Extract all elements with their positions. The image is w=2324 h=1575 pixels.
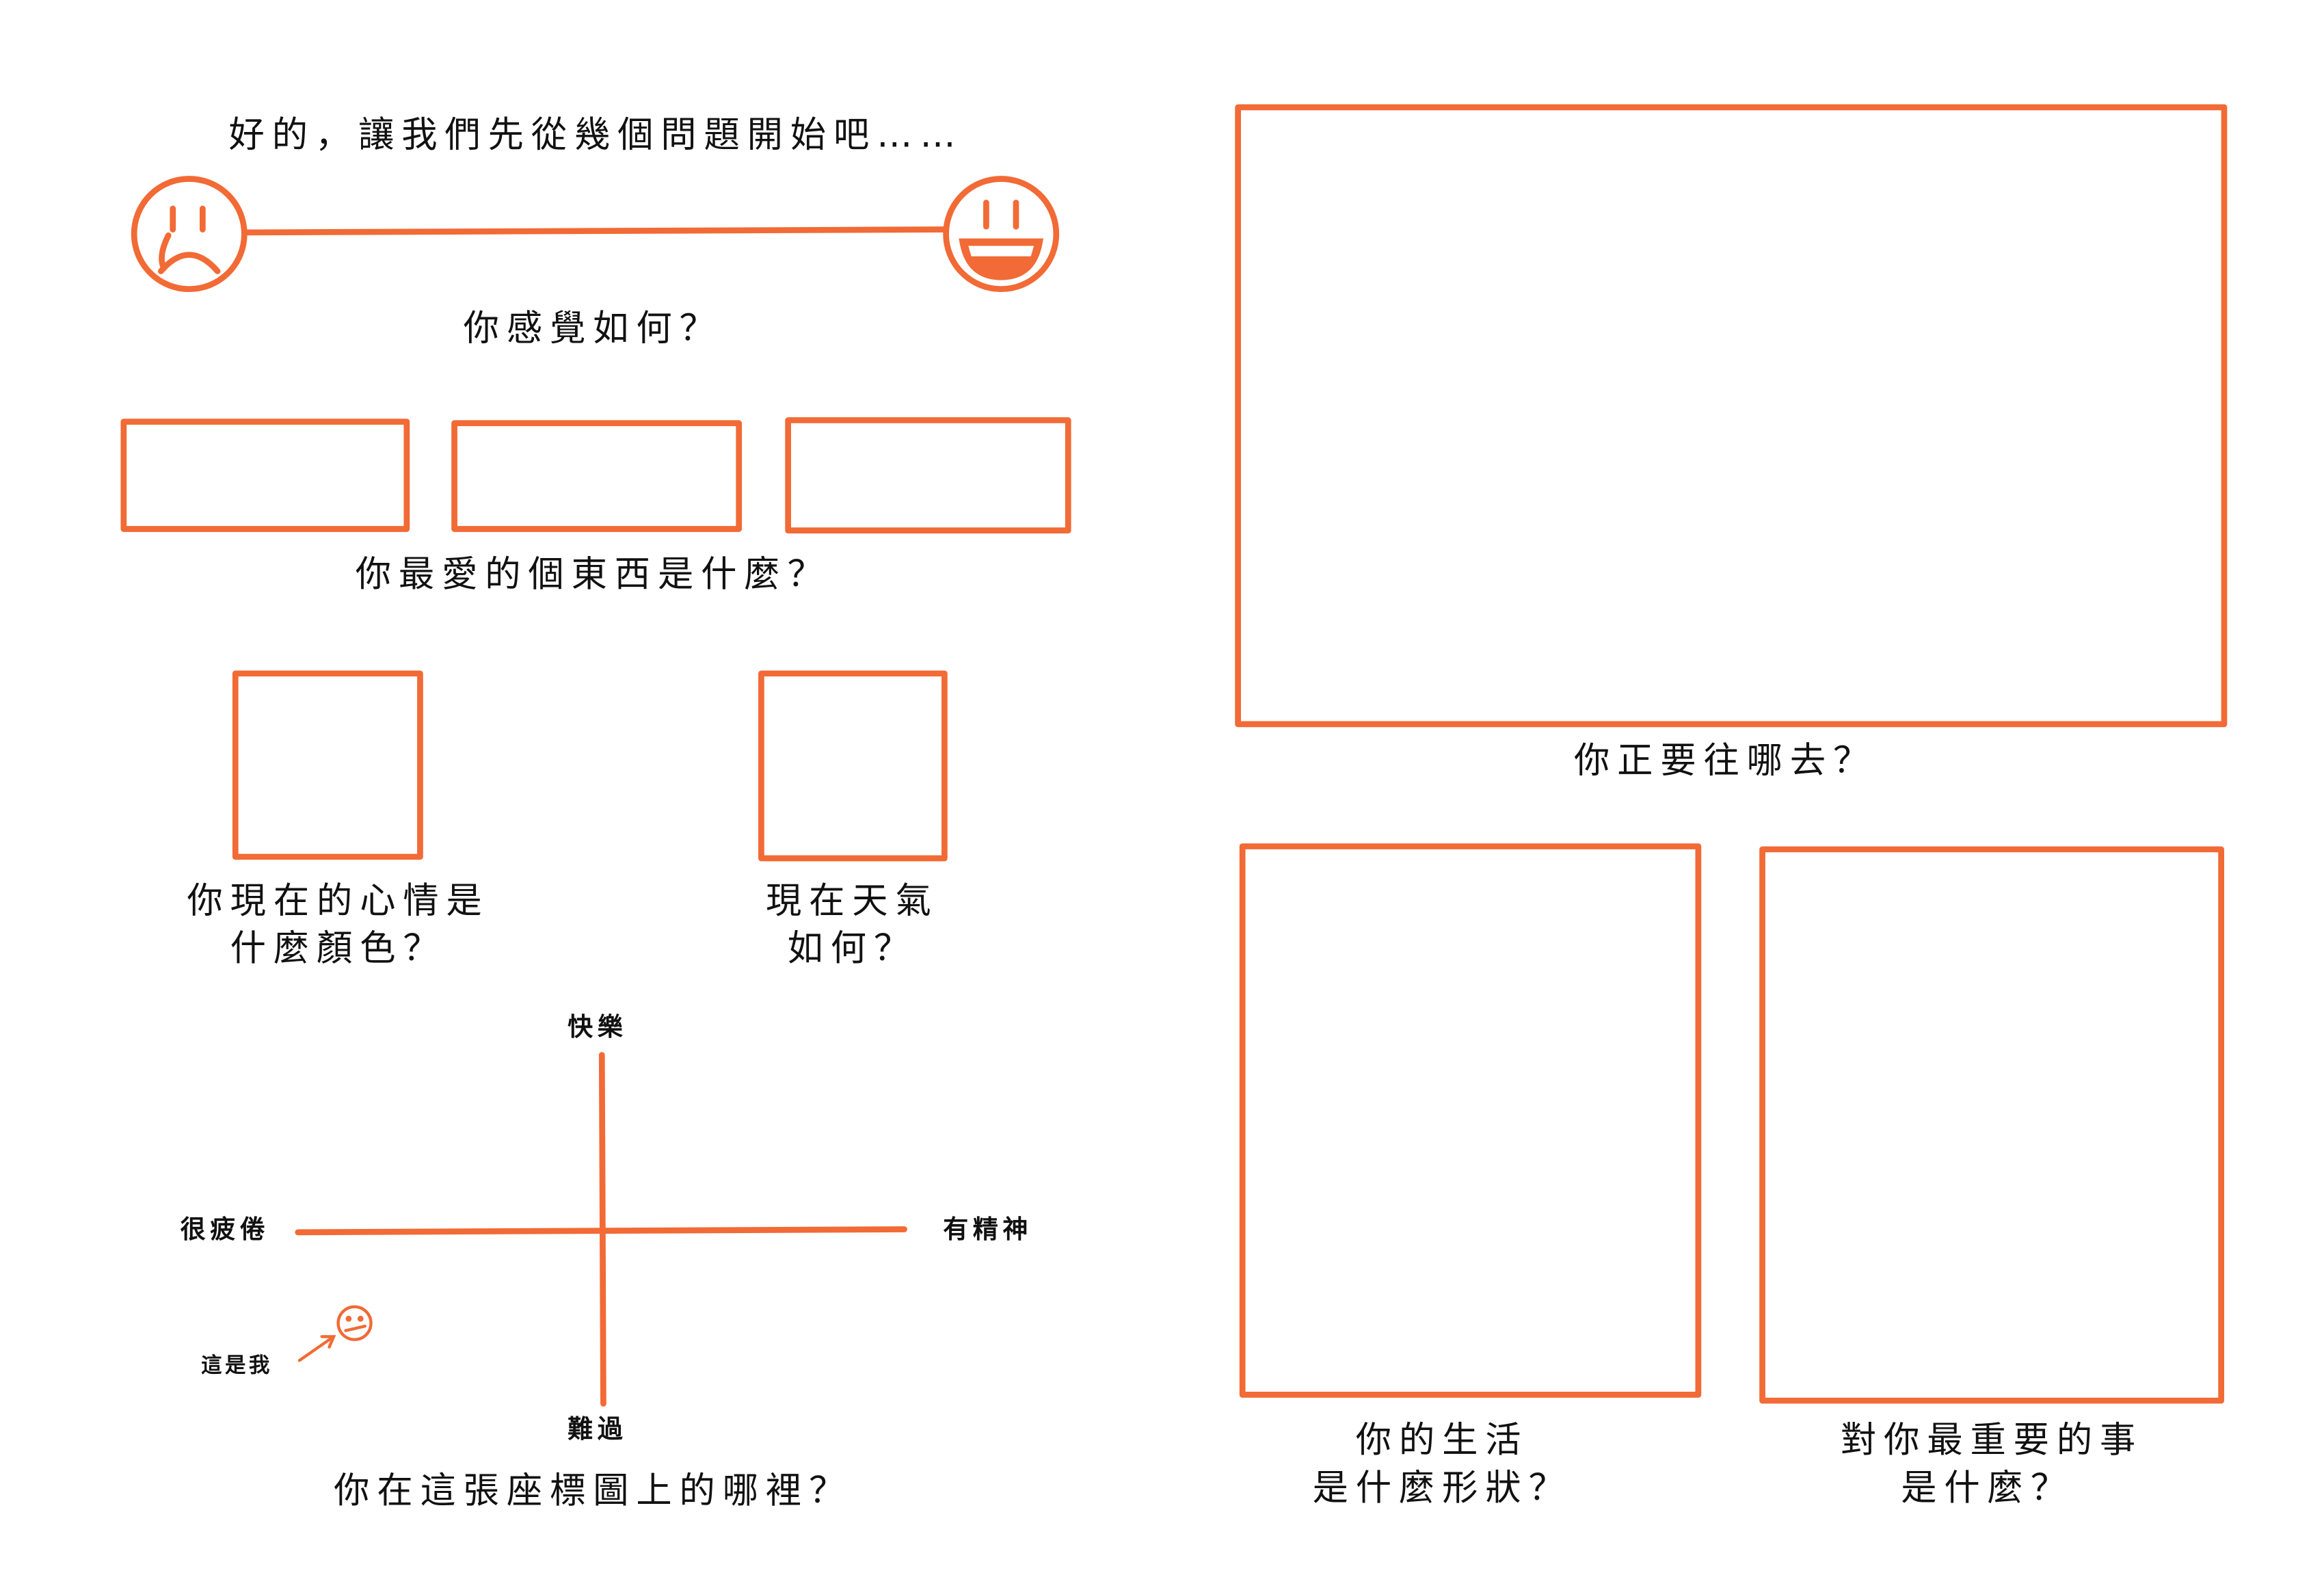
important-box[interactable] — [1759, 846, 2224, 1404]
weather-line1: 現在天氣 — [766, 879, 939, 921]
mood-color-line2: 什麼顏色？ — [230, 927, 446, 969]
important-line2: 是什麼？ — [1901, 1467, 2074, 1509]
life-shape-line2: 是什麼形狀？ — [1313, 1467, 1572, 1509]
marker-label: 這是我 — [201, 1353, 273, 1377]
feeling-scale-line — [243, 226, 949, 236]
intro-text: 好的，讓我們先從幾個問題開始吧…… — [229, 114, 963, 155]
weather-line2: 如何？ — [788, 927, 918, 969]
axis-bottom-label: 難過 — [567, 1414, 627, 1444]
mood-color-box[interactable] — [232, 670, 423, 860]
favorite-box-3[interactable] — [785, 417, 1071, 534]
confused-face-icon — [336, 1305, 373, 1341]
axis-right-label: 有精神 — [943, 1215, 1032, 1244]
destination-question: 你正要往哪去？ — [1574, 740, 1876, 782]
mood-color-line1: 你現在的心情是 — [187, 879, 490, 921]
weather-box[interactable] — [758, 670, 948, 862]
life-shape-line1: 你的生活 — [1356, 1419, 1529, 1461]
axis-top-label: 快樂 — [567, 1012, 627, 1042]
happy-face-icon — [943, 176, 1060, 293]
destination-box[interactable] — [1235, 104, 2228, 728]
sad-face-icon — [131, 176, 248, 293]
arrow-icon — [297, 1335, 336, 1362]
favorite-box-2[interactable] — [451, 420, 743, 532]
feeling-question: 你感覺如何？ — [464, 308, 723, 349]
horizontal-axis — [295, 1226, 907, 1236]
favorites-question: 你最愛的個東西是什麼？ — [356, 553, 831, 595]
important-line1: 對你最重要的事 — [1841, 1419, 2143, 1461]
axis-left-label: 很疲倦 — [181, 1215, 270, 1244]
life-shape-box[interactable] — [1239, 843, 1702, 1398]
favorite-box-1[interactable] — [120, 419, 410, 532]
coordinate-question: 你在這張座標圖上的哪裡？ — [334, 1470, 852, 1511]
